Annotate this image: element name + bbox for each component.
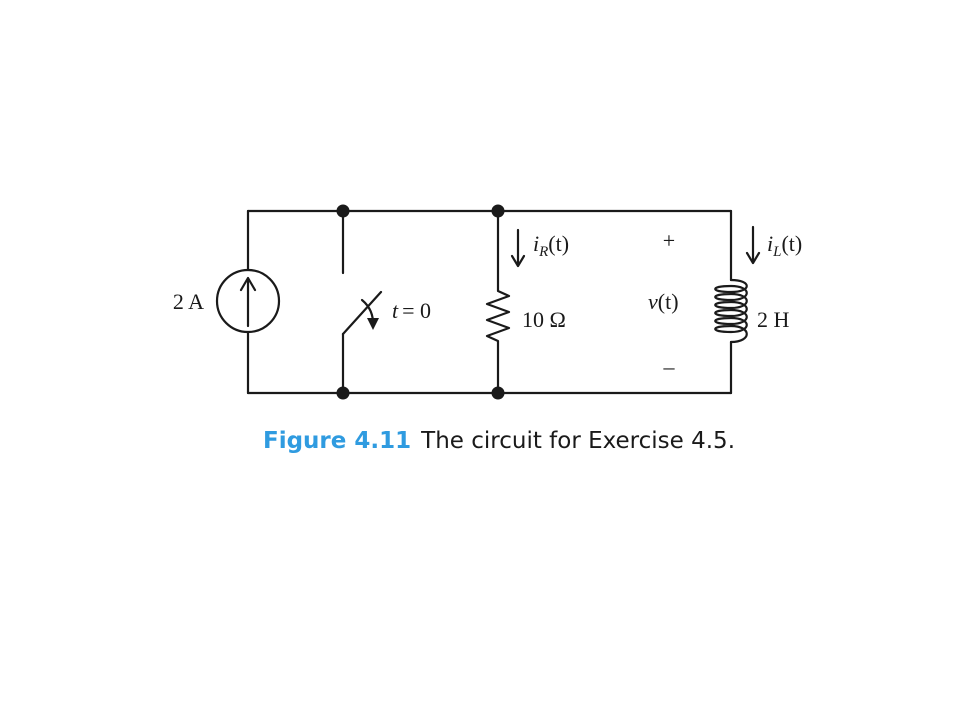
figure-caption: Figure 4.11 The circuit for Exercise 4.5.: [263, 428, 735, 454]
current-l-arrow: [745, 225, 761, 265]
voltage-minus: –: [663, 354, 676, 379]
resistor: [485, 209, 511, 395]
junction-node: [336, 386, 350, 400]
switch-time-label: t= 0: [392, 298, 431, 323]
junction-node: [491, 386, 505, 400]
junction-node: [491, 204, 505, 218]
caption-text: The circuit for Exercise 4.5.: [421, 428, 735, 454]
source-label: 2 A: [173, 289, 204, 314]
voltage-label: v(t): [648, 289, 679, 314]
current-r-label: iR(t): [533, 231, 569, 260]
voltage-plus: +: [663, 228, 675, 253]
figure-number: Figure 4.11: [263, 428, 412, 454]
junction-node: [336, 204, 350, 218]
current-source: [215, 268, 281, 334]
switch: [341, 209, 383, 395]
inductor: [714, 209, 748, 395]
inductor-label: 2 H: [757, 307, 790, 332]
resistor-label: 10 Ω: [522, 307, 566, 332]
current-r-arrow: [510, 228, 526, 268]
current-l-label: iL(t): [767, 231, 802, 260]
